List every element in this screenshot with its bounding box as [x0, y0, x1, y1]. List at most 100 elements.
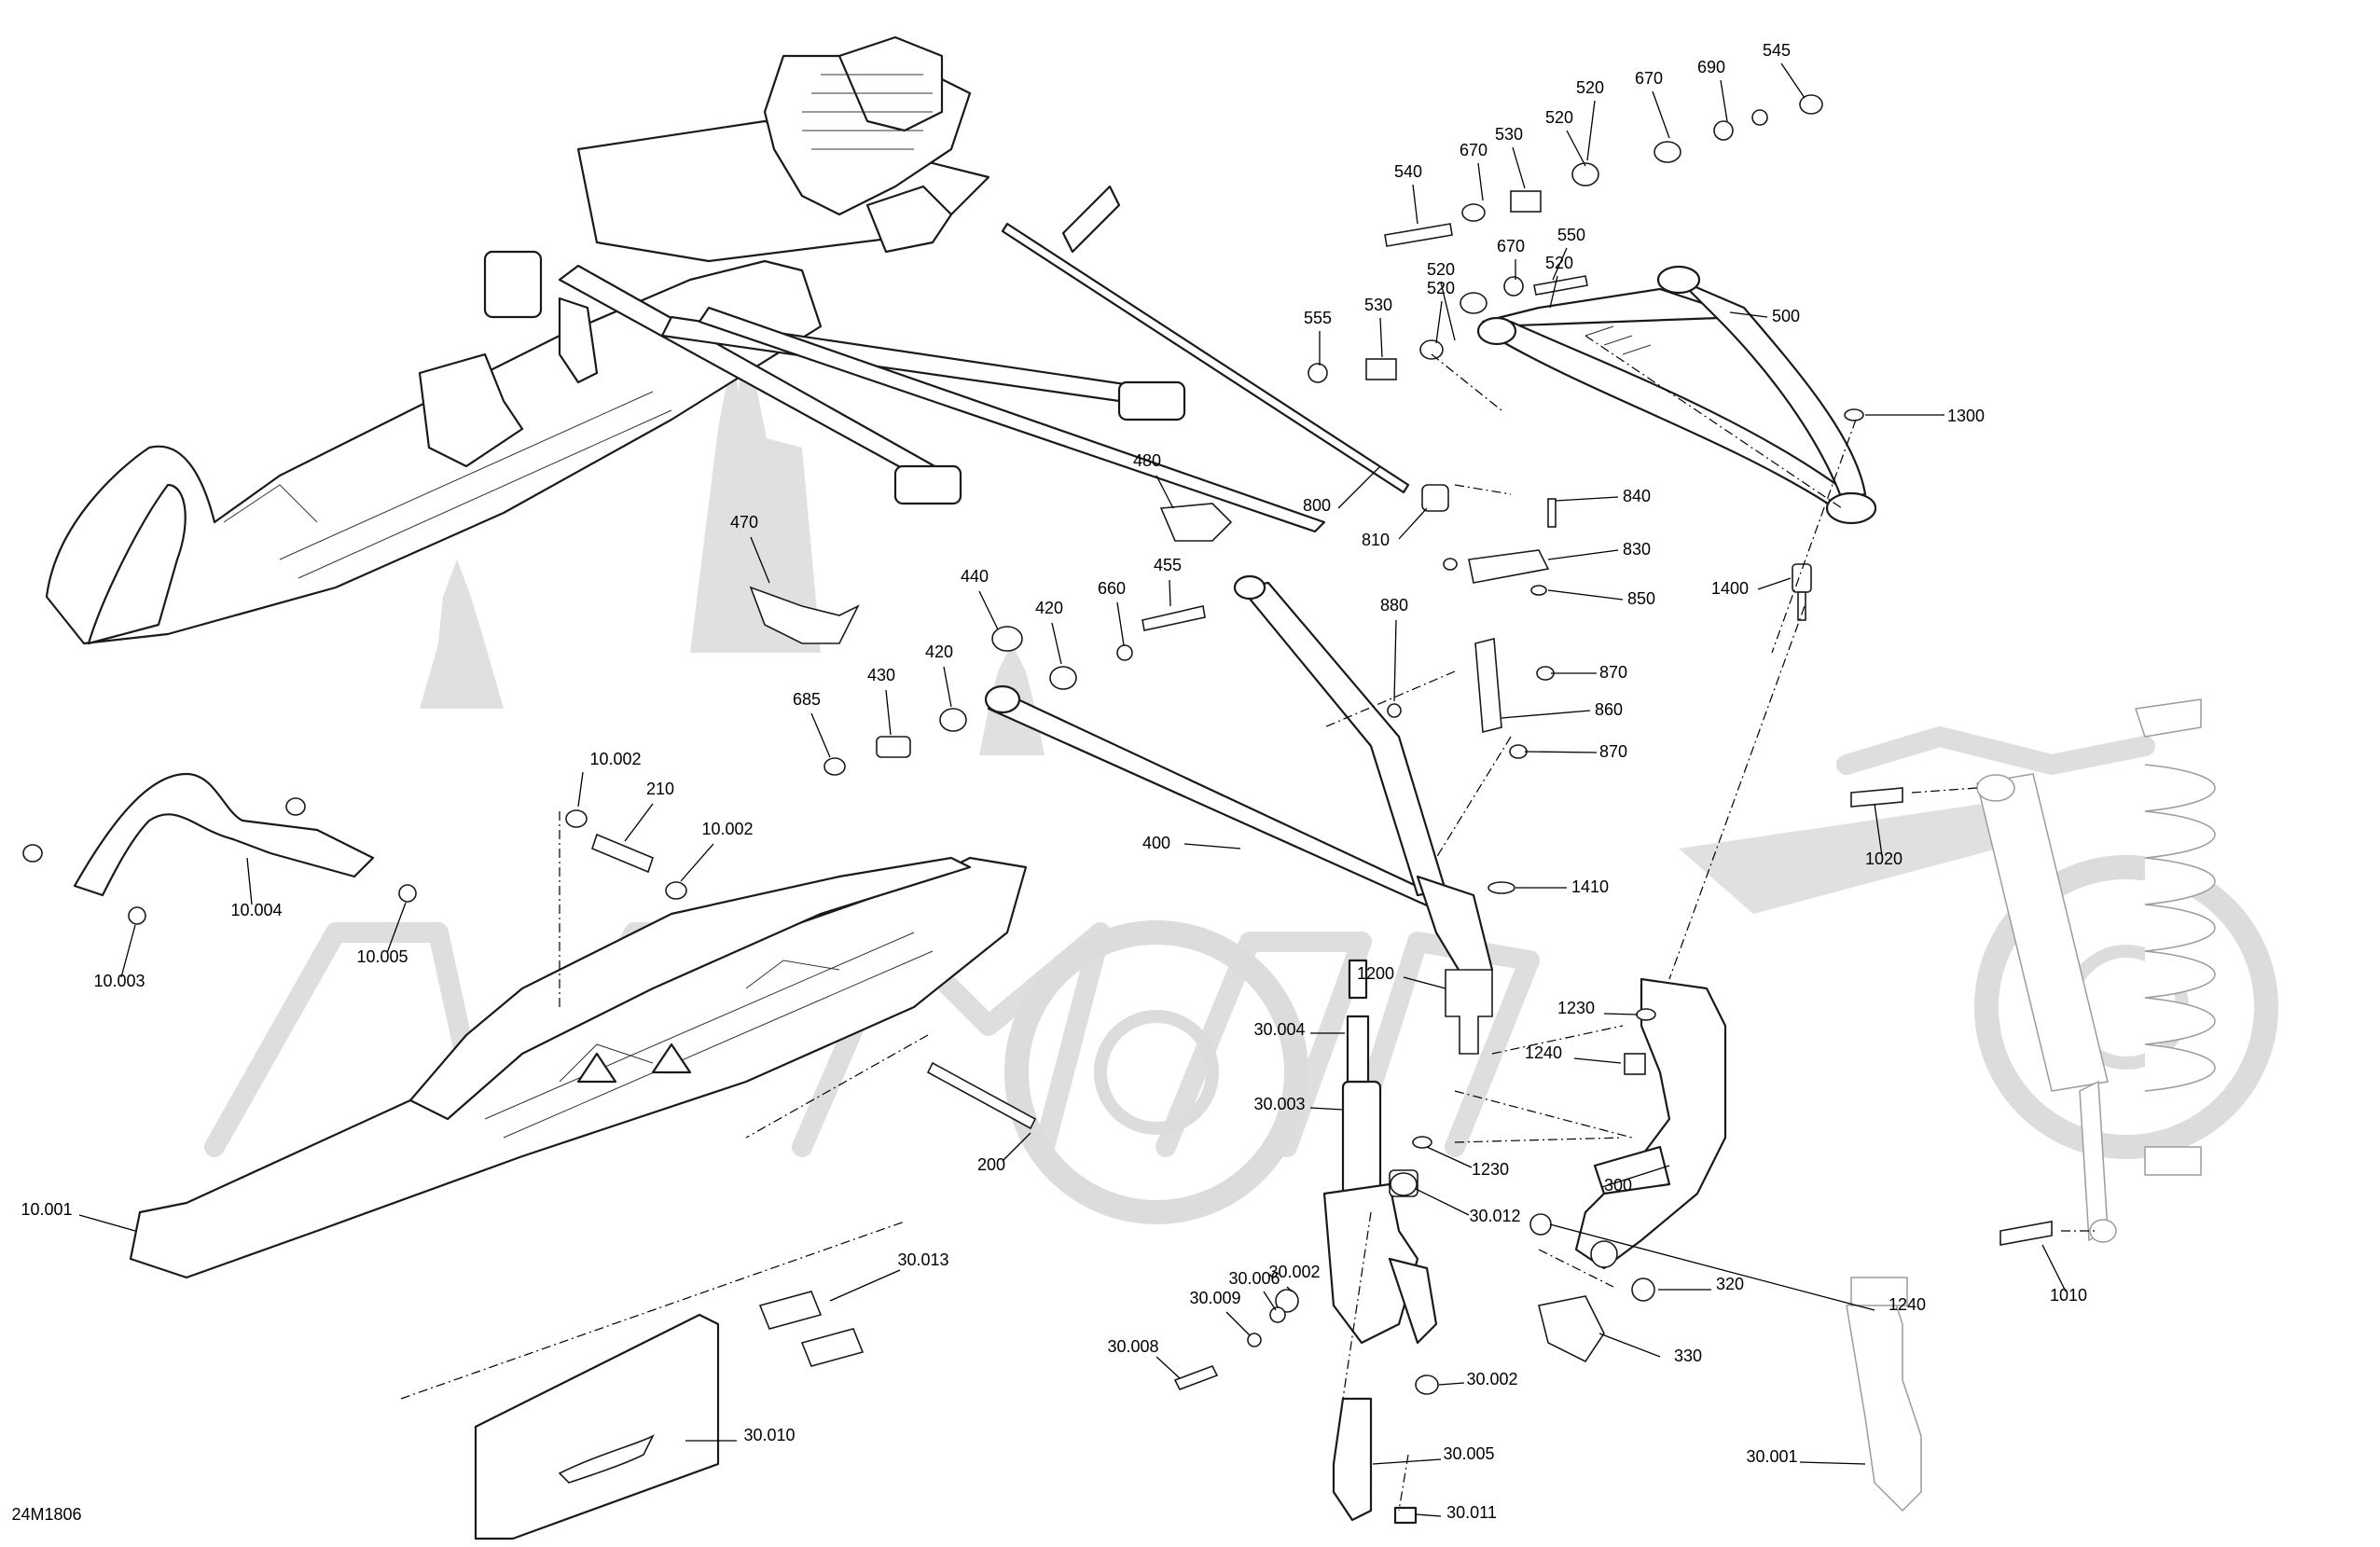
- leader-line: [1547, 589, 1624, 601]
- leader-line: [1393, 619, 1397, 702]
- leader-line: [1566, 130, 1586, 167]
- leader-line: [1051, 622, 1062, 665]
- leader-line: [1757, 577, 1792, 590]
- leader-line: [1412, 184, 1418, 225]
- part-callout: 840: [1623, 487, 1651, 505]
- lower-ski: [129, 856, 1028, 1279]
- part-callout: 555: [1304, 309, 1332, 327]
- leader-line: [1573, 1057, 1622, 1064]
- part-callout: 200: [977, 1155, 1005, 1174]
- part-callout: 540: [1394, 162, 1422, 181]
- spindle: [1574, 977, 1727, 1270]
- part-callout: 810: [1362, 531, 1390, 549]
- part-callout: 400: [1142, 834, 1170, 852]
- part-callout: 30.002: [1268, 1263, 1320, 1281]
- leader-line: [810, 712, 831, 758]
- part-callout: 10.004: [230, 901, 282, 919]
- leader-line: [1403, 976, 1446, 989]
- part-callout: 30.003: [1253, 1095, 1305, 1113]
- leader-line: [1002, 1132, 1031, 1162]
- part-callout: 30.004: [1253, 1020, 1305, 1039]
- leader-line: [1586, 100, 1596, 161]
- leader-line: [1337, 465, 1381, 509]
- leader-line: [1780, 62, 1806, 99]
- part-callout: 30.013: [897, 1250, 948, 1269]
- part-callout: 860: [1595, 700, 1623, 719]
- leader-line: [943, 666, 952, 708]
- leader-line: [1116, 601, 1125, 646]
- leader-line: [577, 771, 584, 808]
- part-callout: 10.001: [21, 1200, 72, 1219]
- part-callout: 1240: [1889, 1295, 1926, 1314]
- part-callout: 1240: [1525, 1043, 1562, 1062]
- leader-line: [1799, 1461, 1866, 1465]
- leader-line: [2041, 1244, 2067, 1292]
- part-callout: 330: [1674, 1347, 1702, 1365]
- part-callout: 660: [1098, 579, 1126, 598]
- leader-line: [1435, 300, 1443, 344]
- part-callout: 530: [1364, 296, 1392, 314]
- assembly-lines: [400, 335, 2098, 1512]
- part-callout: 440: [961, 567, 989, 586]
- part-callout: 670: [1635, 69, 1663, 88]
- shock-absorber: [1976, 698, 2216, 1243]
- part-callout: 10.002: [701, 820, 753, 838]
- leader-line: [750, 536, 770, 584]
- leader-line: [78, 1214, 136, 1232]
- part-callout: 480: [1133, 451, 1161, 470]
- leader-line: [1720, 79, 1728, 122]
- part-callout: 30.010: [743, 1426, 795, 1444]
- part-callout: 520: [1576, 78, 1604, 97]
- leader-line: [1552, 247, 1568, 281]
- part-callout: 300: [1604, 1176, 1632, 1195]
- drawing-number: 24M1806: [11, 1505, 81, 1524]
- upper-ski-assembly: [45, 35, 1326, 645]
- leader-line: [1874, 803, 1883, 857]
- leader-line: [1547, 549, 1619, 560]
- part-callout: 320: [1716, 1275, 1744, 1293]
- leader-line: [1225, 1311, 1251, 1336]
- leader-line: [120, 924, 136, 978]
- part-callout: 685: [793, 690, 821, 709]
- leader-line: [1477, 162, 1484, 201]
- leader-line: [680, 843, 714, 882]
- part-callout: 800: [1303, 496, 1331, 515]
- leader-line: [1729, 311, 1768, 318]
- leader-line: [1398, 507, 1428, 540]
- upper-a-arm: [1476, 265, 1877, 525]
- part-callout: 870: [1599, 742, 1627, 761]
- part-callout: 830: [1623, 540, 1651, 559]
- leader-line: [1169, 579, 1171, 607]
- part-callout: 1020: [1865, 849, 1903, 868]
- part-callout: 670: [1460, 141, 1488, 159]
- part-callout: 1230: [1557, 999, 1595, 1017]
- leader-line: [1440, 282, 1456, 341]
- leader-line: [978, 590, 999, 630]
- leader-line: [624, 803, 654, 842]
- part-callout: 30.001: [1746, 1447, 1797, 1466]
- leader-line: [1549, 275, 1558, 309]
- leader-line: [1524, 751, 1598, 753]
- part-callout: 520: [1545, 108, 1573, 127]
- leader-line: [1555, 496, 1619, 502]
- part-callout: 30.005: [1443, 1444, 1494, 1463]
- part-callout: 1410: [1571, 877, 1609, 896]
- leader-line: [1501, 710, 1591, 719]
- part-callout: 1300: [1947, 407, 1985, 425]
- part-callout: 30.006: [1228, 1269, 1280, 1288]
- leader-line: [1155, 475, 1174, 509]
- part-callout: 545: [1763, 41, 1791, 60]
- part-callout: 530: [1495, 125, 1523, 144]
- leader-line: [1379, 317, 1383, 358]
- part-callout: 210: [646, 780, 674, 798]
- leader-line: [1438, 1382, 1465, 1386]
- leader-line: [1309, 1107, 1344, 1111]
- leader-line: [1263, 1291, 1277, 1311]
- part-callout: 520: [1427, 260, 1455, 279]
- part-callout: 690: [1697, 58, 1725, 76]
- callouts: 5456906705205206705305405205206705505555…: [11, 41, 2087, 1524]
- part-callout: 1200: [1357, 964, 1394, 983]
- part-callout: 880: [1380, 596, 1408, 615]
- part-callout: 30.011: [1446, 1503, 1497, 1522]
